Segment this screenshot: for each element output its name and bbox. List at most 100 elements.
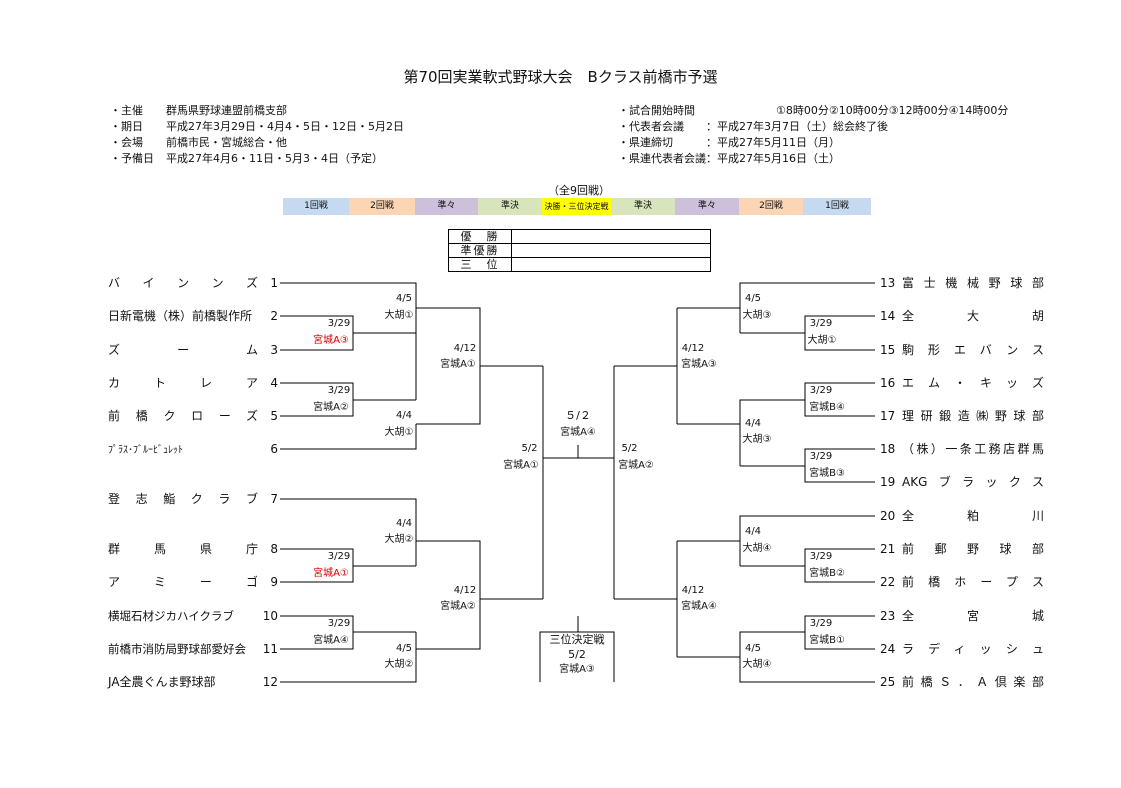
team-right: 24 ラディッシュ bbox=[880, 641, 1048, 657]
game-date: 3/29 bbox=[809, 385, 833, 396]
team-number: 10 bbox=[262, 609, 278, 623]
round-cell: 準決 bbox=[478, 198, 542, 215]
team-number: 24 bbox=[880, 642, 896, 656]
info-key: ・期日 bbox=[110, 120, 143, 133]
total-games: （全9回戦） bbox=[548, 184, 610, 197]
info-value: 平成27年4月6・11日・5月3・4日（予定） bbox=[166, 152, 383, 165]
final-venue: 宮城A④ bbox=[560, 427, 596, 438]
team-number: 9 bbox=[270, 575, 278, 589]
game-venue: 宮城A② bbox=[440, 601, 476, 612]
team-number: 18 bbox=[880, 442, 896, 456]
team-right: 21 前郵野球部 bbox=[880, 541, 1048, 557]
team-number: 21 bbox=[880, 542, 896, 556]
team-name: ラディッシュ bbox=[902, 642, 1044, 656]
info-key: ・主催 bbox=[110, 104, 143, 117]
game-date: 3/29 bbox=[327, 318, 351, 329]
team-number: 3 bbox=[270, 343, 278, 357]
info-value: ①8時00分②10時00分③12時00分④14時00分 bbox=[776, 104, 1009, 117]
game-date: 3/29 bbox=[809, 618, 833, 629]
game-date: 4/4 bbox=[395, 518, 413, 529]
team-number: 13 bbox=[880, 276, 896, 290]
team-name: 登志鮨クラブ bbox=[108, 492, 258, 506]
game-venue: 宮城A③ bbox=[313, 335, 349, 346]
team-name: 前郵野球部 bbox=[902, 542, 1044, 556]
game-venue: 宮城A④ bbox=[313, 635, 349, 646]
team-left: ズーム 3 bbox=[108, 342, 280, 358]
team-name: 全宮城 bbox=[902, 609, 1044, 623]
page-title: 第70回実業軟式野球大会 Bクラス前橋市予選 bbox=[403, 68, 718, 86]
game-venue: 大胡④ bbox=[742, 543, 772, 554]
game-venue: 宮城B④ bbox=[809, 402, 845, 413]
game-venue: 大胡① bbox=[807, 335, 837, 346]
team-name: JA全農ぐんま野球部 bbox=[108, 675, 216, 689]
team-name: エム・キッズ bbox=[902, 376, 1044, 390]
team-name: 理研鍛造㈱野球部 bbox=[902, 409, 1044, 423]
round-cell: 1回戦 bbox=[283, 198, 349, 215]
team-number: 5 bbox=[270, 409, 278, 423]
team-name: 全大胡 bbox=[902, 309, 1044, 323]
third-place-venue: 宮城A③ bbox=[559, 664, 595, 675]
game-date: 4/5 bbox=[744, 643, 762, 654]
game-date: 3/29 bbox=[327, 618, 351, 629]
game-venue: 大胡④ bbox=[742, 659, 772, 670]
round-cell: 2回戦 bbox=[739, 198, 803, 215]
info-key: ・会場 bbox=[110, 136, 143, 149]
third-place-title: 三位決定戦 bbox=[549, 633, 605, 646]
game-venue: 大胡② bbox=[384, 534, 414, 545]
game-venue: 宮城B③ bbox=[809, 468, 845, 479]
team-name: ﾌﾟﾗｽ･ﾌﾞﾙｰﾋﾞｭﾚｯﾄ bbox=[108, 445, 183, 456]
team-name: 前橋市消防局野球部愛好会 bbox=[108, 642, 246, 656]
round-cell: 2回戦 bbox=[349, 198, 415, 215]
team-name: 前橋クローズ bbox=[108, 409, 258, 423]
game-date: 4/4 bbox=[395, 410, 413, 421]
info-value: ：平成27年5月11日（月） bbox=[706, 136, 840, 149]
team-name: カトレア bbox=[108, 376, 258, 390]
third-place-game: 三位決定戦 5/2 宮城A③ bbox=[540, 632, 614, 677]
game-venue: 大胡② bbox=[384, 659, 414, 670]
game-date: 4/4 bbox=[744, 418, 762, 429]
round-header: 1回戦 2回戦 準々 準決 決勝・三位決定戦 準決 準々 2回戦 1回戦 bbox=[283, 198, 871, 215]
team-name: ズーム bbox=[108, 343, 258, 357]
team-name: 群馬県庁 bbox=[108, 542, 258, 556]
team-name: AKGブラックス bbox=[902, 475, 1044, 489]
info-value: 前橋市民・宮城総合・他 bbox=[166, 136, 287, 149]
team-name: （株）一条工務店群馬 bbox=[902, 442, 1044, 456]
team-name: 富士機械野球部 bbox=[902, 276, 1044, 290]
game-date: 4/5 bbox=[744, 293, 762, 304]
info-left: ・主催群馬県野球連盟前橋支部 ・期日平成27年3月29日・4月4・5日・12日・… bbox=[110, 103, 404, 167]
team-left: 前橋クローズ 5 bbox=[108, 408, 280, 424]
team-name: アミーゴ bbox=[108, 575, 258, 589]
team-left: 前橋市消防局野球部愛好会 11 bbox=[108, 641, 280, 657]
team-name: 全粕川 bbox=[902, 509, 1044, 523]
team-name: 日新電機（株）前橋製作所 bbox=[108, 309, 253, 323]
team-number: 8 bbox=[270, 542, 278, 556]
round-cell: 準々 bbox=[415, 198, 478, 215]
info-key: ・県連代表者会議 bbox=[618, 152, 706, 165]
team-number: 19 bbox=[880, 475, 896, 489]
info-value: ：平成27年5月16日（土） bbox=[706, 152, 840, 165]
game-venue: 宮城A② bbox=[313, 402, 349, 413]
team-name: 前橋Ｓ．Ａ倶楽部 bbox=[902, 675, 1044, 689]
team-left: 群馬県庁 8 bbox=[108, 541, 280, 557]
final-date: ５/２ bbox=[565, 409, 591, 422]
team-number: 6 bbox=[270, 442, 278, 456]
third-place-date: 5/2 bbox=[568, 648, 586, 661]
game-venue: 大胡③ bbox=[742, 434, 772, 445]
team-number: 11 bbox=[262, 642, 278, 656]
game-date: 5/2 bbox=[521, 443, 538, 454]
game-date: 4/12 bbox=[681, 343, 705, 354]
team-number: 2 bbox=[270, 309, 278, 323]
game-date: 4/5 bbox=[395, 643, 413, 654]
